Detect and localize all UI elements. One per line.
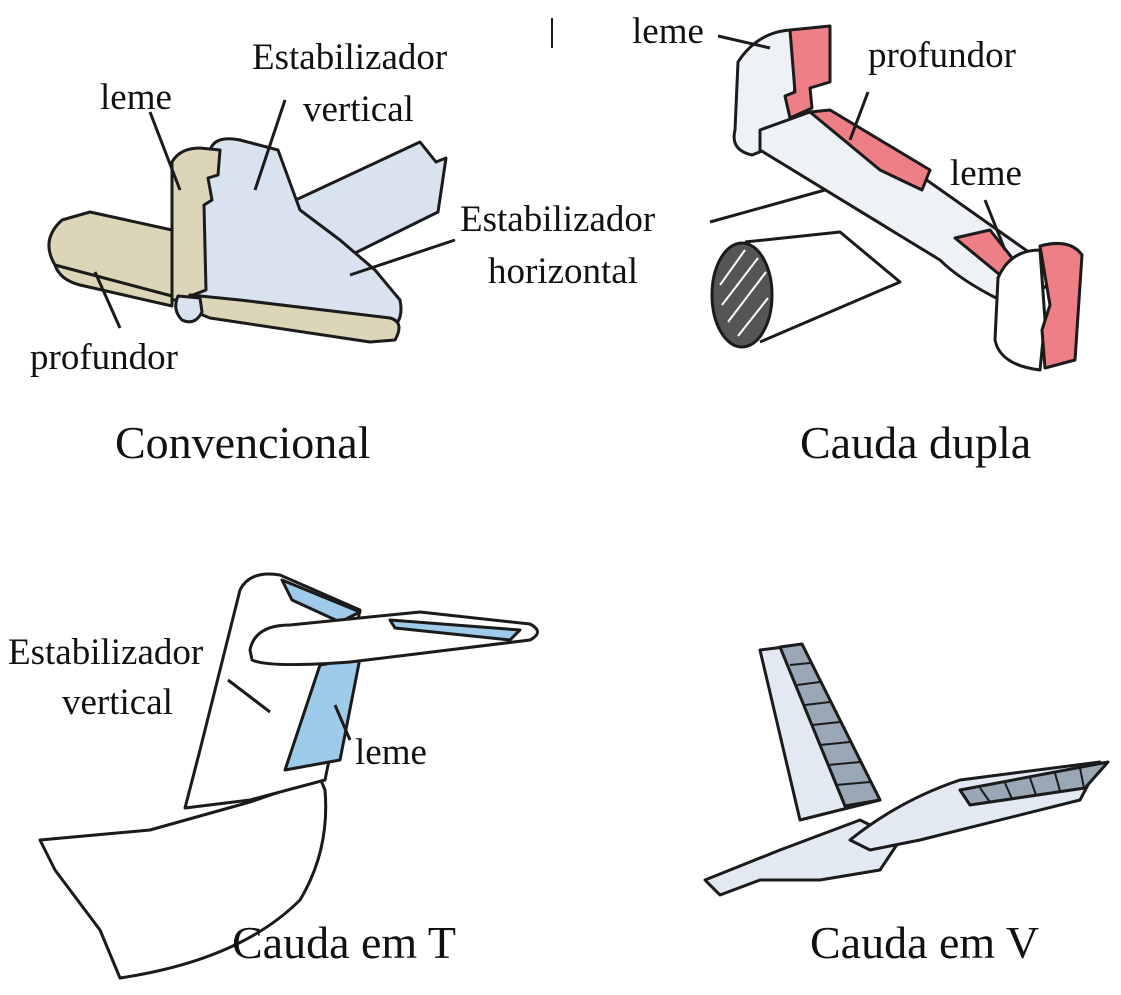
conv-right-elevator xyxy=(188,293,401,344)
conv-elevator-leader xyxy=(93,271,122,329)
v-right-ribs xyxy=(979,767,1085,803)
conv-hstab-label-line2: horizontal xyxy=(488,251,639,292)
twin-elevator xyxy=(808,108,932,192)
conv-elevator-label: profundor xyxy=(30,337,178,378)
twin-fuselage-hatching xyxy=(719,249,769,337)
v-caption: Cauda em V xyxy=(810,917,1040,968)
conv-rudder-label: leme xyxy=(100,77,172,118)
t-fuselage xyxy=(38,776,328,980)
v-tail-drawing xyxy=(703,642,1110,897)
twin-elevator-leader xyxy=(848,91,870,141)
t-elevator xyxy=(388,618,522,642)
conv-hstab-leader xyxy=(349,238,456,277)
twin-elevator-label: profundor xyxy=(868,35,1016,76)
twin-right-rudder xyxy=(1038,242,1084,370)
conv-vstab-leader xyxy=(253,99,287,191)
twin-rudder-top-leader xyxy=(717,34,771,50)
twin-caption: Cauda dupla xyxy=(800,417,1032,468)
t-rudder-label: leme xyxy=(355,732,427,773)
conv-rudder-leader xyxy=(148,111,182,191)
t-tail-drawing xyxy=(38,572,539,980)
conv-vstab-label-line1: Estabilizador xyxy=(252,37,448,78)
conv-caption: Convencional xyxy=(115,417,371,468)
twin-hstab-leader xyxy=(709,188,826,224)
conv-left-hstab-edge xyxy=(53,263,174,308)
twin-rudder-right-label: leme xyxy=(950,153,1022,194)
conv-vstab-label-line2: vertical xyxy=(303,89,414,130)
t-vstab-leader xyxy=(227,678,271,714)
conventional-tail-drawing xyxy=(47,99,456,344)
conv-fuselage-stub xyxy=(174,294,204,324)
twin-rudder-top-label: leme xyxy=(632,11,704,52)
t-caption: Cauda em T xyxy=(232,917,456,968)
twin-right-fin xyxy=(993,248,1047,372)
twin-fuselage-end xyxy=(710,241,774,349)
twin-tail-drawing xyxy=(709,24,1084,372)
conv-hstab-label-line1: Estabilizador xyxy=(460,199,656,240)
t-vstab-label-line1: Estabilizador xyxy=(8,632,204,673)
v-left-ribs xyxy=(789,662,871,786)
t-vstab-label-line2: vertical xyxy=(62,682,173,723)
twin-rudder-right-leader xyxy=(983,199,1007,251)
twin-left-rudder xyxy=(783,24,832,120)
twin-fuselage xyxy=(744,230,902,344)
v-right-control xyxy=(958,760,1110,807)
t-rudder-leader xyxy=(333,704,352,741)
conv-rudder xyxy=(170,146,222,302)
